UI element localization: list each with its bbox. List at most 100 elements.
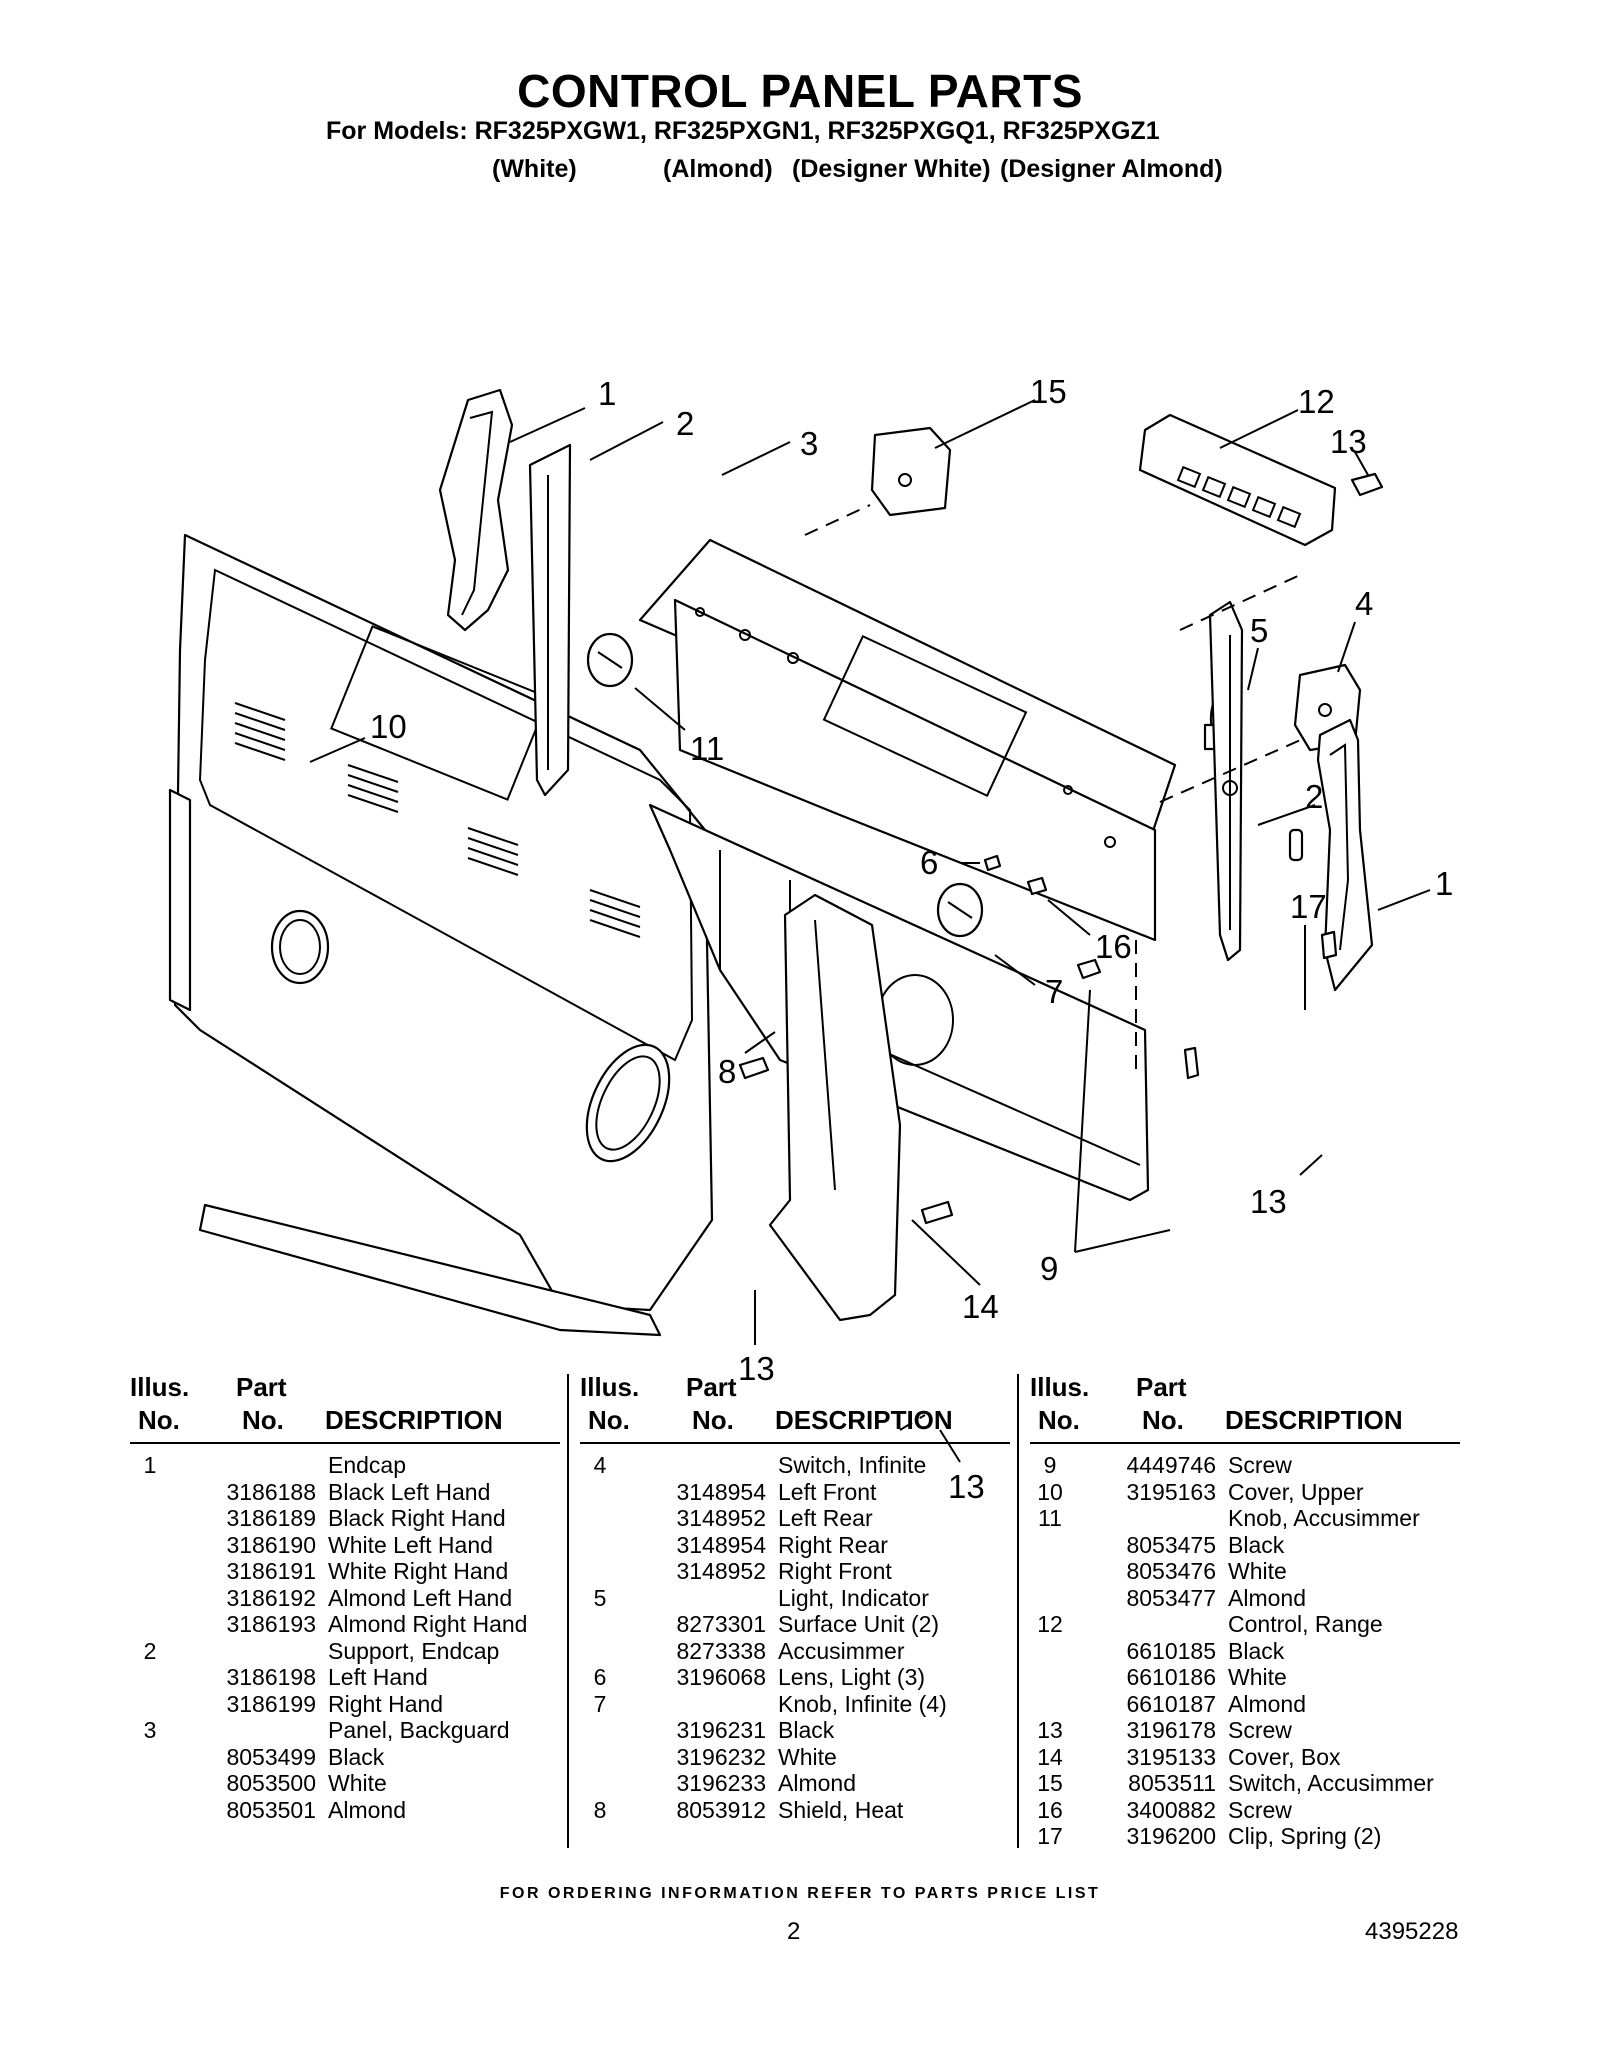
description-cell: Screw — [1228, 1796, 1292, 1823]
part-number-cell: 3186190 — [226, 1531, 316, 1558]
header-description: DESCRIPTION — [1225, 1405, 1403, 1435]
color-label-white: (White) — [492, 155, 577, 183]
description-cell: White Right Hand — [328, 1558, 509, 1584]
page-number: 2 — [787, 1918, 801, 1945]
part-number-cell: 8273338 — [676, 1637, 766, 1664]
part-number-cell: 3196200 — [1126, 1823, 1216, 1849]
screw-top-right-part — [1350, 472, 1384, 497]
table-row: 8053475 Black — [1030, 1532, 1460, 1559]
part-number-cell: 8053912 — [676, 1796, 766, 1823]
assembly-lines — [804, 504, 1306, 1431]
callout-labels: 1 2 3 15 12 13 4 5 10 11 2 6 17 1 16 7 8… — [370, 373, 1453, 1505]
part-number-cell: 3195133 — [1126, 1743, 1216, 1770]
description-cell: White Left Hand — [328, 1531, 493, 1558]
description-cell: Almond — [1228, 1690, 1306, 1717]
part-number-cell: 3196231 — [676, 1717, 766, 1743]
illus-number-cell: 12 — [1037, 1611, 1063, 1637]
description-cell: Knob, Accusimmer — [1228, 1505, 1420, 1531]
part-number-cell: 3186191 — [226, 1558, 316, 1584]
part-number-cell: 3186188 — [226, 1478, 316, 1505]
color-label-designer-white: (Designer White) — [792, 155, 991, 183]
description-cell: Accusimmer — [778, 1637, 905, 1664]
accusimmer-switch-part — [870, 426, 952, 517]
description-cell: Black — [778, 1717, 835, 1743]
description-cell: Left Rear — [778, 1505, 873, 1531]
illus-number-cell: 8 — [593, 1796, 607, 1823]
spring-clip-part — [1288, 828, 1304, 862]
table-row: 16 3400882 Screw — [1030, 1797, 1460, 1824]
column-divider — [1017, 1374, 1019, 1848]
callout-8: 8 — [718, 1053, 736, 1090]
description-cell: Knob, Infinite (4) — [778, 1690, 947, 1717]
illus-number-cell: 14 — [1037, 1743, 1063, 1770]
description-cell: Support, Endcap — [328, 1637, 500, 1664]
part-number-cell: 3148954 — [676, 1531, 766, 1558]
callout-1-left: 1 — [598, 375, 616, 412]
illus-number-cell: 6 — [593, 1664, 607, 1690]
part-number-cell: 3186193 — [226, 1611, 316, 1637]
description-cell: Left Front — [778, 1478, 877, 1505]
callout-13-center: 13 — [738, 1350, 775, 1387]
color-label-designer-almond: (Designer Almond) — [1000, 155, 1223, 183]
color-label-almond: (Almond) — [663, 155, 773, 183]
illus-number-cell: 16 — [1037, 1796, 1063, 1823]
description-cell: Black Left Hand — [328, 1478, 491, 1505]
description-cell: Lens, Light (3) — [778, 1664, 926, 1690]
description-cell: Black — [1228, 1531, 1285, 1558]
illus-number-cell: 1 — [143, 1452, 157, 1478]
description-cell: Left Hand — [328, 1664, 428, 1690]
description-cell: Endcap — [328, 1452, 407, 1478]
callout-2-left: 2 — [676, 405, 694, 442]
callout-16: 16 — [1095, 928, 1132, 965]
description-cell: Cover, Upper — [1228, 1478, 1364, 1505]
range-control-part — [1138, 413, 1337, 547]
models-line: For Models: RF325PXGW1, RF325PXGN1, RF32… — [326, 117, 1160, 145]
illus-number-cell: 9 — [1043, 1452, 1057, 1478]
screw-9-lower-part — [1183, 1046, 1200, 1080]
description-cell: Clip, Spring (2) — [1228, 1823, 1382, 1849]
description-cell: Surface Unit (2) — [778, 1611, 940, 1637]
part-number-cell: 8053475 — [1126, 1531, 1216, 1558]
part-number-cell: 3400882 — [1126, 1796, 1216, 1823]
page-title: CONTROL PANEL PARTS — [517, 65, 1083, 117]
leader-lines — [309, 399, 1431, 1463]
heat-shield-part — [648, 803, 1150, 1202]
part-number-cell: 3196233 — [676, 1770, 766, 1796]
table-header: Illus. No. Part No. DESCRIPTION — [580, 1372, 1010, 1444]
description-cell: Black — [1228, 1637, 1285, 1664]
part-number-cell: 3186189 — [226, 1505, 316, 1531]
illus-number-cell: 4 — [593, 1452, 607, 1478]
header-part-top: Part — [236, 1372, 287, 1402]
exploded-parts-diagram: 1 2 3 15 12 13 4 5 10 11 2 6 17 1 16 7 8… — [168, 373, 1453, 1505]
part-number-cell: 3148952 — [676, 1505, 766, 1531]
callout-13-bottom: 13 — [948, 1468, 985, 1505]
illus-number-cell: 15 — [1037, 1770, 1063, 1796]
screw-13-center-part — [738, 1056, 770, 1080]
table-row: 3186191 White Right Hand — [130, 1558, 560, 1585]
part-number-cell: 8053476 — [1126, 1558, 1216, 1584]
callout-13-top: 13 — [1330, 423, 1367, 460]
description-cell: Right Hand — [328, 1690, 444, 1717]
